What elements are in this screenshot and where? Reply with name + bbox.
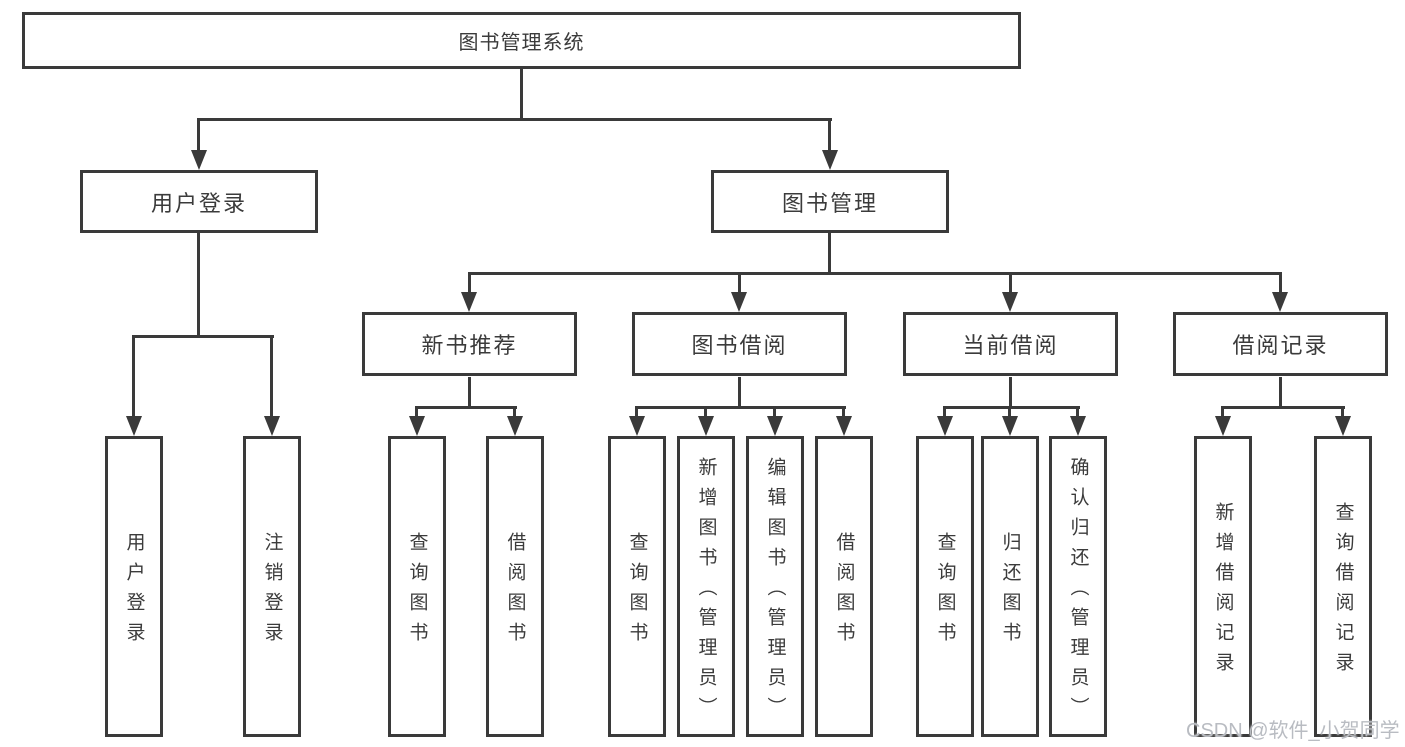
node-user-login: 用户登录 xyxy=(80,170,318,233)
connector-group5-bar xyxy=(1221,406,1345,409)
connector-group1-bar xyxy=(132,335,274,338)
arrowhead-g3-4 xyxy=(836,416,852,436)
connector-recommend-stem xyxy=(468,377,471,408)
node-current-borrowing-label: 当前借阅 xyxy=(962,333,1059,358)
connector-root-stem xyxy=(520,69,523,120)
connector-drop-g5-2 xyxy=(1341,406,1344,418)
node-book-management-label: 图书管理 xyxy=(781,190,878,216)
arrowhead-current xyxy=(1002,292,1018,312)
node-current-borrowing: 当前借阅 xyxy=(903,312,1118,376)
watermark: CSDN @软件_小贺同学 xyxy=(1186,720,1400,742)
node-query-books-current-label: 查询图书 xyxy=(934,532,956,652)
connector-drop-book-mgmt xyxy=(828,118,831,152)
node-book-management: 图书管理 xyxy=(711,170,949,233)
connector-drop-g3-4 xyxy=(842,406,845,418)
node-user-login-label: 用户登录 xyxy=(150,190,247,216)
node-query-borrow-record: 查询借阅记录 xyxy=(1314,436,1372,737)
node-user-login-leaf: 用户登录 xyxy=(105,436,163,737)
connector-drop-g4-1 xyxy=(943,406,946,418)
node-borrowing-records-label: 借阅记录 xyxy=(1232,333,1329,358)
arrowhead-login-leaf xyxy=(126,416,142,436)
node-edit-books-admin-label: 编辑图书（管理员） xyxy=(764,457,786,727)
arrowhead-g5-2 xyxy=(1335,416,1351,436)
arrowhead-recommend xyxy=(461,292,477,312)
node-add-books-admin-label: 新增图书（管理员） xyxy=(695,457,717,727)
connector-group2-bar xyxy=(415,406,517,409)
arrowhead-user-login xyxy=(191,150,207,170)
arrowhead-borrow xyxy=(731,292,747,312)
node-add-borrow-record-label: 新增借阅记录 xyxy=(1212,502,1234,682)
arrowhead-logout-leaf xyxy=(264,416,280,436)
node-new-book-recommend: 新书推荐 xyxy=(362,312,577,376)
connector-current-stem xyxy=(1009,377,1012,408)
connector-group3-bar xyxy=(635,406,846,409)
connector-drop-login-leaf xyxy=(132,335,135,418)
connector-user-login-stem xyxy=(197,233,200,337)
connector-drop-g3-2 xyxy=(704,406,707,418)
node-borrow-books-recommend: 借阅图书 xyxy=(486,436,544,737)
connector-level3-bar xyxy=(468,272,1282,275)
connector-level2-bar xyxy=(197,118,832,121)
node-query-books-borrow: 查询图书 xyxy=(608,436,666,737)
connector-drop-g2-1 xyxy=(415,406,418,418)
connector-drop-user-login xyxy=(197,118,200,152)
connector-drop-borrow xyxy=(738,272,741,294)
node-book-borrowing-label: 图书借阅 xyxy=(691,333,788,358)
connector-drop-g4-3 xyxy=(1076,406,1079,418)
arrowhead-records xyxy=(1272,292,1288,312)
node-query-borrow-record-label: 查询借阅记录 xyxy=(1332,502,1354,682)
connector-records-stem xyxy=(1279,377,1282,408)
node-add-borrow-record: 新增借阅记录 xyxy=(1194,436,1252,737)
arrowhead-g4-3 xyxy=(1070,416,1086,436)
connector-drop-g3-3 xyxy=(773,406,776,418)
arrowhead-book-mgmt xyxy=(822,150,838,170)
arrowhead-g4-1 xyxy=(937,416,953,436)
node-query-books-recommend-label: 查询图书 xyxy=(406,532,428,652)
node-new-book-recommend-label: 新书推荐 xyxy=(421,333,518,358)
connector-drop-g2-2 xyxy=(513,406,516,418)
node-confirm-return-admin-label: 确认归还（管理员） xyxy=(1067,457,1089,727)
connector-drop-g3-1 xyxy=(635,406,638,418)
arrowhead-g3-3 xyxy=(767,416,783,436)
node-library-system-label: 图书管理系统 xyxy=(458,32,585,54)
node-return-books-label: 归还图书 xyxy=(999,532,1021,652)
node-borrow-books-leaf-label: 借阅图书 xyxy=(833,532,855,652)
arrowhead-g3-1 xyxy=(629,416,645,436)
connector-drop-current xyxy=(1009,272,1012,294)
node-library-system: 图书管理系统 xyxy=(22,12,1021,69)
node-borrowing-records: 借阅记录 xyxy=(1173,312,1388,376)
node-book-borrowing: 图书借阅 xyxy=(632,312,847,376)
arrowhead-g4-2 xyxy=(1002,416,1018,436)
arrowhead-g3-2 xyxy=(698,416,714,436)
node-logout-leaf: 注销登录 xyxy=(243,436,301,737)
arrowhead-g2-1 xyxy=(409,416,425,436)
connector-book-mgmt-stem xyxy=(828,233,831,275)
node-borrow-books-leaf: 借阅图书 xyxy=(815,436,873,737)
node-query-books-borrow-label: 查询图书 xyxy=(626,532,648,652)
node-borrow-books-recommend-label: 借阅图书 xyxy=(504,532,526,652)
node-edit-books-admin: 编辑图书（管理员） xyxy=(746,436,804,737)
connector-group4-bar xyxy=(943,406,1080,409)
connector-borrow-stem xyxy=(738,377,741,408)
arrowhead-g5-1 xyxy=(1215,416,1231,436)
connector-drop-records xyxy=(1279,272,1282,294)
connector-drop-g4-2 xyxy=(1008,406,1011,418)
node-add-books-admin: 新增图书（管理员） xyxy=(677,436,735,737)
node-confirm-return-admin: 确认归还（管理员） xyxy=(1049,436,1107,737)
node-user-login-leaf-label: 用户登录 xyxy=(123,532,145,652)
node-return-books: 归还图书 xyxy=(981,436,1039,737)
node-query-books-current: 查询图书 xyxy=(916,436,974,737)
connector-drop-g5-1 xyxy=(1221,406,1224,418)
node-logout-leaf-label: 注销登录 xyxy=(261,532,283,652)
node-query-books-recommend: 查询图书 xyxy=(388,436,446,737)
connector-drop-logout-leaf xyxy=(270,335,273,418)
connector-drop-recommend xyxy=(468,272,471,294)
arrowhead-g2-2 xyxy=(507,416,523,436)
